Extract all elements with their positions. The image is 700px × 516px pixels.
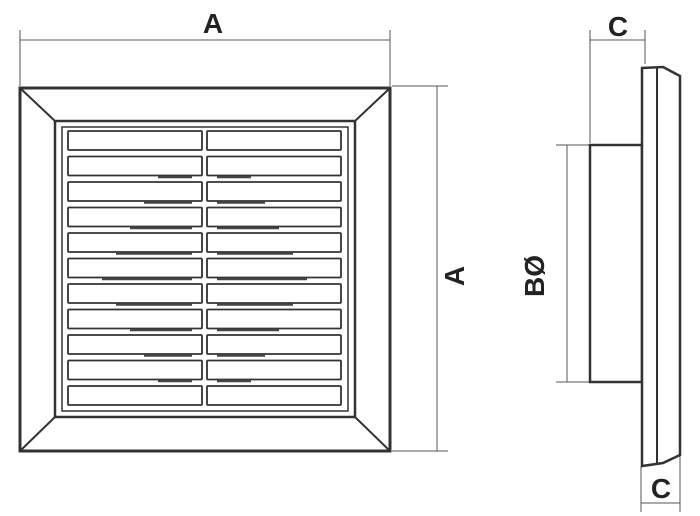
louver-slats xyxy=(67,130,342,406)
frame-bevel-br xyxy=(354,416,391,452)
louver-slat xyxy=(67,385,203,406)
louver-slat xyxy=(67,232,203,253)
grille-flange xyxy=(640,65,682,468)
louver-slat xyxy=(67,155,203,177)
dim-label-a-right: A xyxy=(439,266,470,286)
dim-label-c-top: C xyxy=(608,11,628,42)
louver-slat xyxy=(206,206,342,228)
dimension-lines xyxy=(19,30,681,512)
louver-slat xyxy=(206,308,342,330)
frame-bevel-bl xyxy=(19,416,56,452)
louver-slat xyxy=(206,155,342,177)
dim-label-c-bottom: C xyxy=(651,473,671,504)
louver-slat xyxy=(67,206,203,228)
louver-opening xyxy=(61,126,349,412)
louver-slat xyxy=(67,181,203,202)
frame-bevel-tr xyxy=(354,87,391,122)
louver-slat xyxy=(206,359,342,381)
louver-slat xyxy=(67,308,203,330)
duct-spigot xyxy=(588,143,644,384)
louver-slat xyxy=(67,257,203,279)
louver-slat xyxy=(67,130,203,151)
louver-slat xyxy=(206,334,342,355)
louver-slat xyxy=(206,232,342,253)
dim-label-b-diameter: BØ xyxy=(519,255,550,297)
louver-slat xyxy=(206,257,342,279)
louver-slat xyxy=(206,385,342,406)
louver-slat xyxy=(206,283,342,304)
front-view xyxy=(18,86,392,453)
side-view xyxy=(588,65,682,468)
louver-slat xyxy=(67,334,203,355)
louver-slat xyxy=(67,359,203,381)
louver-slat xyxy=(206,181,342,202)
louver-slat xyxy=(206,130,342,151)
dim-label-a-top: A xyxy=(203,8,223,39)
frame-bevel-tl xyxy=(19,87,56,122)
louver-slat xyxy=(67,283,203,304)
